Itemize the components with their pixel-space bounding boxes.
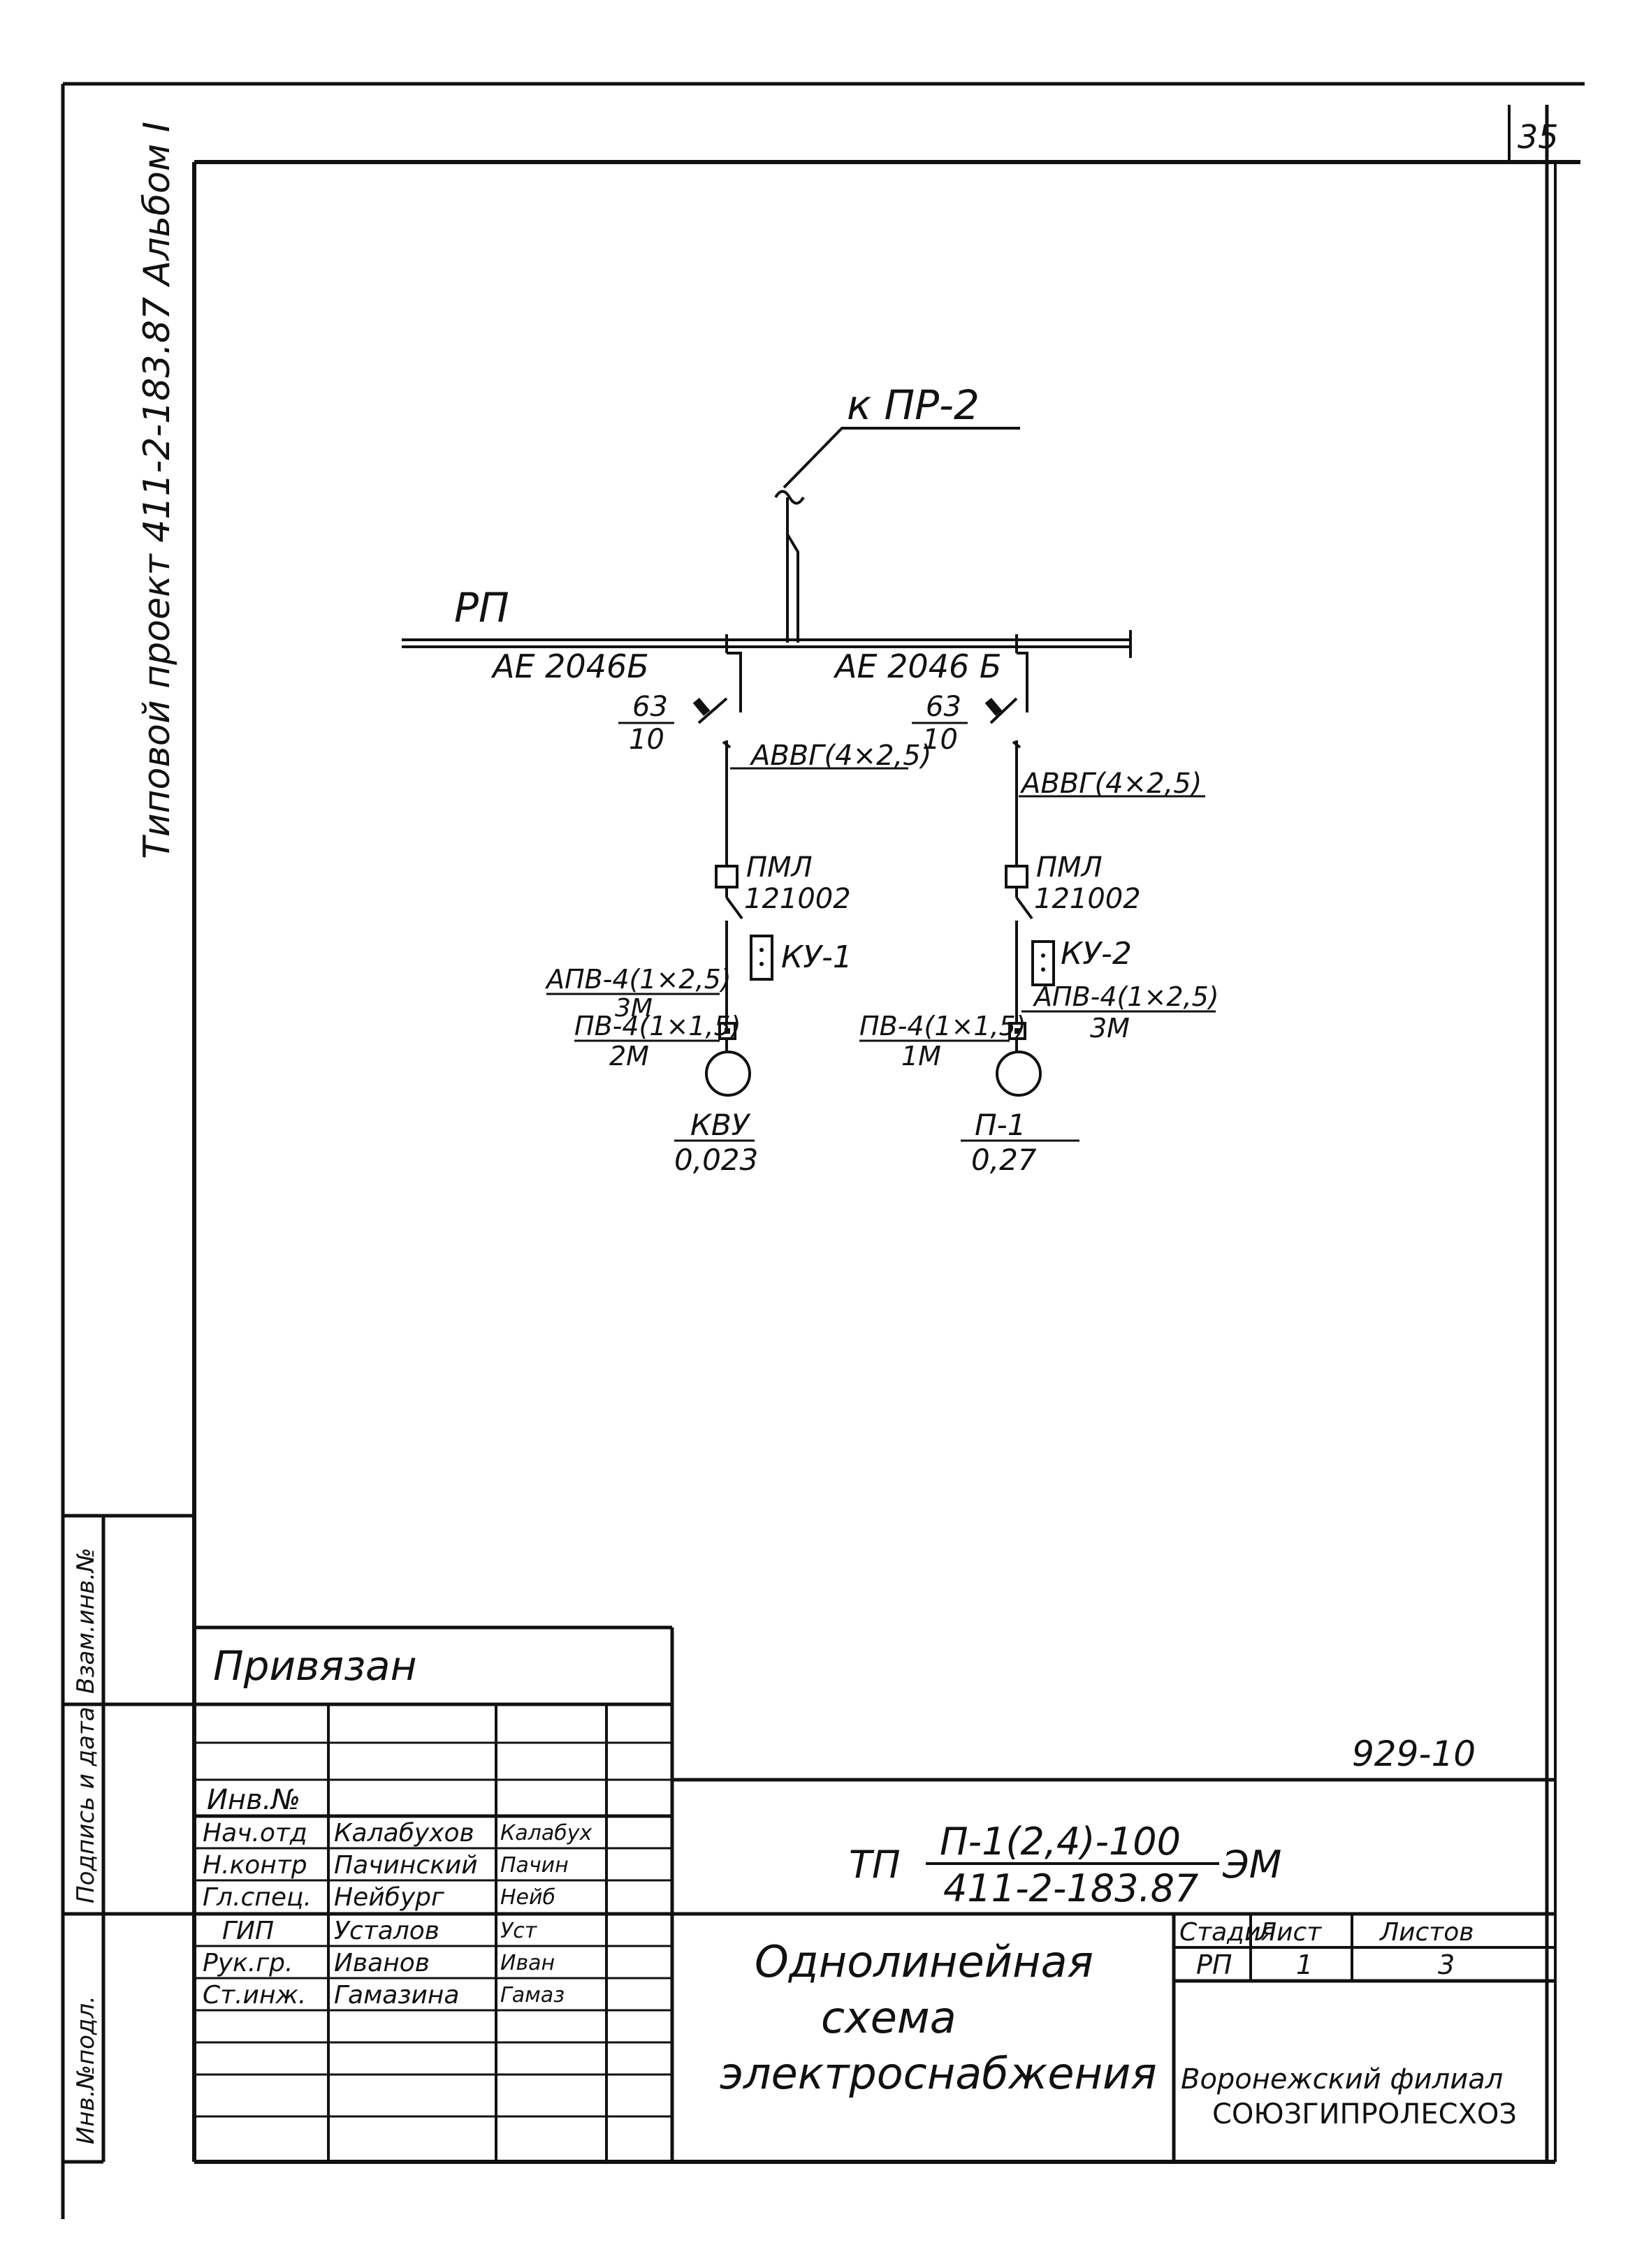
- staff-signature: Гамаз: [500, 1983, 565, 2007]
- doc-code: 929-10: [1352, 1734, 1476, 1774]
- cable-label: АВВГ(4×2,5): [749, 740, 931, 772]
- staff-role: Ст.инж.: [203, 1981, 306, 2010]
- staff-signature: Нейб: [500, 1885, 555, 1910]
- code-denominator: 411-2-183.87: [943, 1866, 1198, 1910]
- staff-name: Нейбург: [334, 1883, 445, 1912]
- cable-label: АВВГ(4×2,5): [1019, 768, 1202, 800]
- breaker-current: 63: [632, 691, 668, 723]
- load-icon: [705, 1051, 751, 1097]
- cable3-length: 1М: [901, 1041, 941, 1071]
- strip-vzam-inv: Взам.инв.№: [72, 1548, 100, 1694]
- sheet-frame: 35: [61, 82, 1585, 2219]
- staff-name: Гамазина: [334, 1981, 459, 2010]
- staff-name: Калабухов: [334, 1819, 474, 1848]
- branch-2: АЕ 2046 Б 63 10 АВВГ(4×2,5) ПМЛ 121002 К…: [833, 634, 1219, 1177]
- strip-signature-date: Подпись и дата: [72, 1706, 100, 1903]
- breaker-label: АЕ 2046 Б: [833, 648, 1001, 685]
- title-block: Привязан Инв.№ Нач.отд Калабухов Калабух…: [194, 1625, 1555, 2162]
- load-value: 0,27: [971, 1143, 1037, 1177]
- load-name: П-1: [975, 1108, 1026, 1142]
- breaker-current: 63: [926, 691, 961, 723]
- page-number: 35: [1518, 118, 1559, 156]
- circuit-breaker-icon: [984, 697, 1021, 749]
- drawing-title-line2: схема: [821, 1992, 957, 2043]
- circuit-breaker-icon: [692, 697, 732, 749]
- staff-signature: Иван: [500, 1951, 555, 1975]
- single-line-diagram: к ПР-2 РП АЕ 2046Б 63 10 АВВГ(4×2,5): [402, 381, 1219, 1177]
- staff-role: Нач.отд: [203, 1819, 307, 1848]
- starter-type: ПМЛ: [746, 851, 813, 884]
- sheets-value: 3: [1438, 1949, 1455, 1980]
- code-prefix: ТП: [849, 1843, 901, 1887]
- bus-label: РП: [454, 584, 509, 631]
- staff-name: Иванов: [334, 1949, 430, 1977]
- starter-number: 121002: [1034, 883, 1141, 915]
- code-numerator: П-1(2,4)-100: [940, 1820, 1181, 1864]
- breaker-label: АЕ 2046Б: [490, 648, 649, 685]
- load-name: КВУ: [690, 1108, 751, 1142]
- stage-value: РП: [1196, 1949, 1232, 1980]
- drawing-title-line3: электроснабжения: [720, 2048, 1157, 2099]
- control-unit-icon: [750, 935, 773, 981]
- staff-name: Усталов: [334, 1917, 439, 1945]
- load-icon: [996, 1051, 1042, 1097]
- side-title: Типовой проект 411-2-183.87 Альбом I: [136, 122, 178, 859]
- sheets-header: Листов: [1379, 1918, 1474, 1947]
- drawing-title-line1: Однолинейная: [755, 1936, 1093, 1987]
- inv-label: Инв.№: [207, 1784, 300, 1816]
- org-line1: Воронежский филиал: [1181, 2063, 1503, 2095]
- control-unit-label: КУ-1: [781, 939, 852, 975]
- org-line2: СОЮЗГИПРОЛЕСХОЗ: [1212, 2098, 1517, 2130]
- cable2-length: 3М: [1090, 1013, 1130, 1044]
- feed-label: к ПР-2: [847, 381, 980, 429]
- staff-role: Н.контр: [203, 1851, 307, 1880]
- stage-header: Стадия: [1179, 1918, 1276, 1947]
- cable2-length: 3М: [615, 994, 653, 1023]
- cable2-label: АПВ-4(1×2,5): [1032, 981, 1219, 1012]
- staff-signature: Уст: [500, 1919, 538, 1943]
- privyazan-label: Привязан: [213, 1642, 417, 1690]
- starter-type: ПМЛ: [1036, 851, 1103, 884]
- staff-role: ГИП: [222, 1917, 274, 1945]
- sheet-value: 1: [1296, 1949, 1313, 1980]
- branch-1: АЕ 2046Б 63 10 АВВГ(4×2,5) ПМЛ 121002 КУ…: [490, 634, 931, 1177]
- starter-icon: [1005, 865, 1028, 888]
- breaker-setting: 10: [629, 724, 664, 756]
- cable2-label: АПВ-4(1×2,5): [544, 964, 732, 995]
- staff-role: Рук.гр.: [203, 1949, 293, 1977]
- strip-inv-podl: Инв.№подл.: [72, 1996, 100, 2144]
- cable3-length: 2М: [609, 1041, 649, 1071]
- left-strip: Инв.№подл. Подпись и дата Взам.инв.№: [63, 1514, 194, 2164]
- starter-number: 121002: [744, 883, 851, 915]
- control-unit-icon: [1031, 940, 1055, 986]
- staff-name: Пачинский: [334, 1851, 478, 1880]
- control-unit-label: КУ-2: [1061, 936, 1132, 972]
- sheet-header: Лист: [1256, 1918, 1322, 1947]
- breaker-setting: 10: [922, 724, 958, 756]
- code-suffix: ЭМ: [1222, 1843, 1281, 1887]
- cable-break-mark: [774, 490, 805, 505]
- starter-icon: [715, 865, 739, 888]
- staff-role: Гл.спец.: [203, 1883, 312, 1912]
- cable3-label: ПВ-4(1×1,5): [574, 1011, 741, 1041]
- load-value: 0,023: [674, 1143, 758, 1177]
- staff-signature: Калабух: [500, 1821, 592, 1845]
- cable3-label: ПВ-4(1×1,5): [859, 1011, 1026, 1041]
- staff-signature: Пачин: [500, 1853, 569, 1878]
